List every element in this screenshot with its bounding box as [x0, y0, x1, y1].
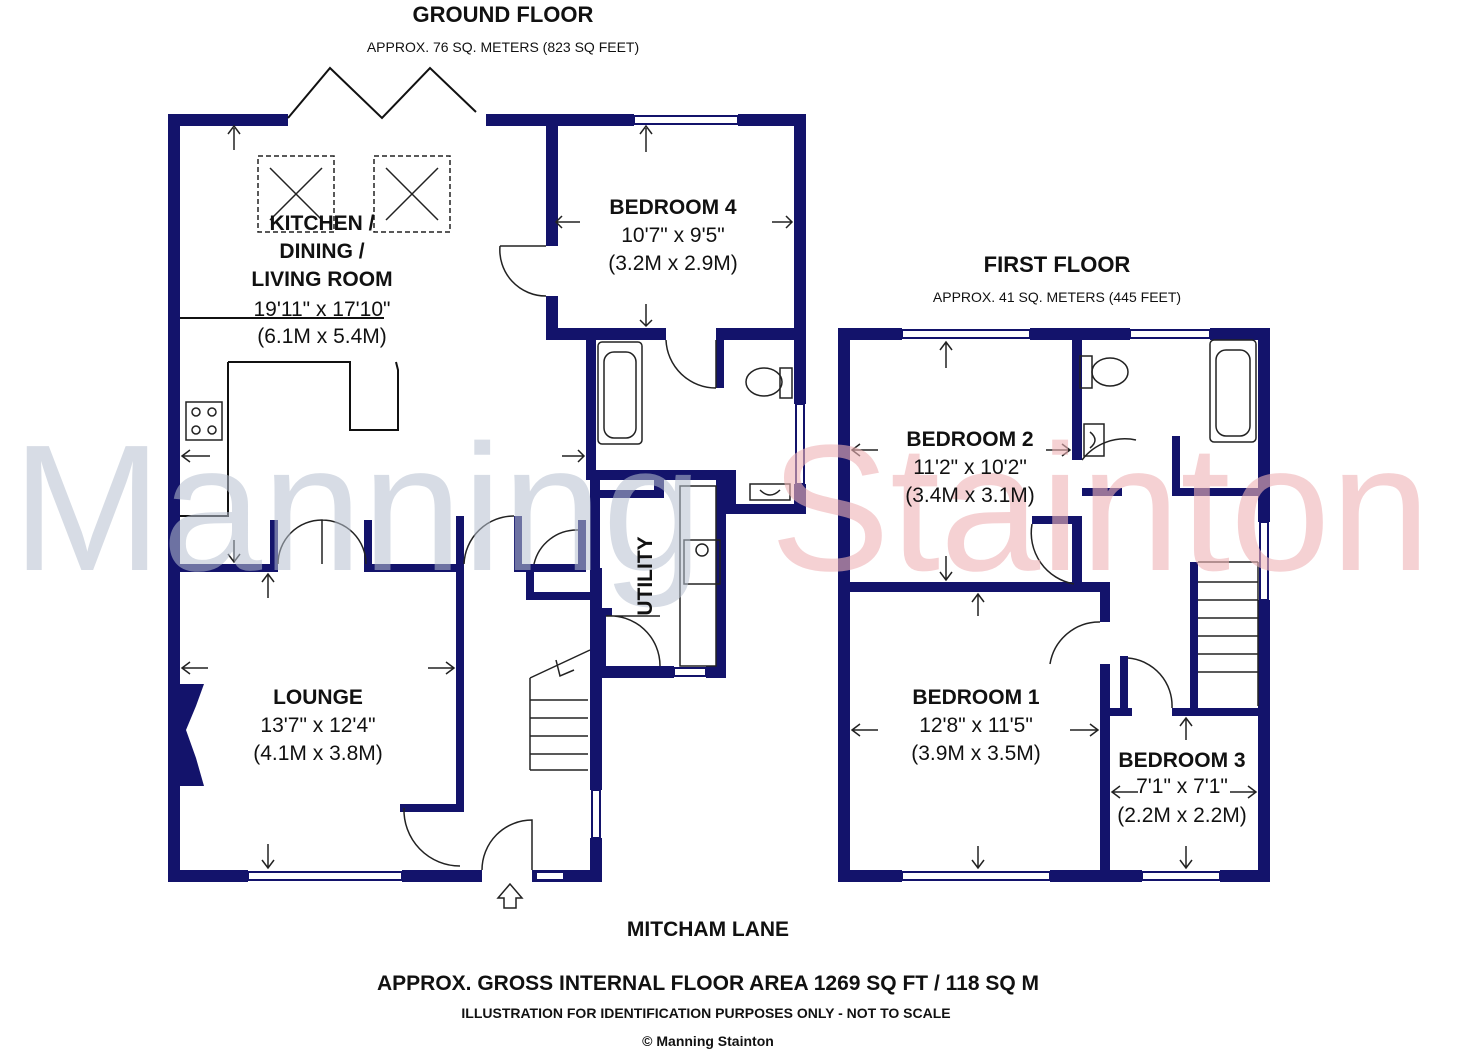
watermark-stainton: Stainton — [770, 408, 1431, 609]
lounge-metric: (4.1M x 3.8M) — [253, 742, 383, 765]
bedroom2-name: BEDROOM 2 — [906, 428, 1033, 451]
kitchen-name-line1: KITCHEN / — [270, 212, 375, 235]
first-floor-plan — [838, 328, 1270, 882]
ground-floor-area: APPROX. 76 SQ. METERS (823 SQ FEET) — [367, 39, 639, 55]
bedroom3-metric: (2.2M x 2.2M) — [1117, 804, 1247, 827]
bedroom3-name: BEDROOM 3 — [1118, 749, 1245, 772]
bedroom2-metric: (3.4M x 3.1M) — [905, 484, 1035, 507]
street-name: MITCHAM LANE — [627, 918, 789, 941]
lounge-imperial: 13'7" x 12'4" — [260, 714, 375, 737]
kitchen-imperial: 19'11" x 17'10" — [254, 298, 391, 321]
ground-floor-plan — [168, 66, 806, 909]
bedroom1-metric: (3.9M x 3.5M) — [911, 742, 1041, 765]
gross-area: APPROX. GROSS INTERNAL FLOOR AREA 1269 S… — [377, 972, 1039, 995]
disclaimer: ILLUSTRATION FOR IDENTIFICATION PURPOSES… — [461, 1005, 950, 1021]
first-floor-title: FIRST FLOOR — [984, 252, 1131, 277]
ground-floor-title: GROUND FLOOR — [413, 2, 594, 27]
lounge-name: LOUNGE — [273, 686, 363, 709]
bedroom2-imperial: 11'2" x 10'2" — [913, 456, 1027, 479]
watermark-manning: Manning — [12, 408, 702, 609]
kitchen-name-line3: LIVING ROOM — [251, 268, 392, 291]
bedroom4-imperial: 10'7" x 9'5" — [621, 224, 725, 247]
copyright: © Manning Stainton — [642, 1033, 774, 1049]
bedroom4-metric: (3.2M x 2.9M) — [608, 252, 738, 275]
first-floor-area: APPROX. 41 SQ. METERS (445 FEET) — [933, 289, 1181, 305]
bedroom4-name: BEDROOM 4 — [609, 196, 737, 219]
kitchen-metric: (6.1M x 5.4M) — [257, 325, 387, 348]
bedroom1-imperial: 12'8" x 11'5" — [919, 714, 1033, 737]
kitchen-name-line2: DINING / — [279, 240, 364, 263]
bedroom3-imperial: 7'1" x 7'1" — [1136, 775, 1228, 798]
bedroom1-name: BEDROOM 1 — [912, 686, 1040, 709]
utility-name: UTILITY — [634, 536, 657, 615]
